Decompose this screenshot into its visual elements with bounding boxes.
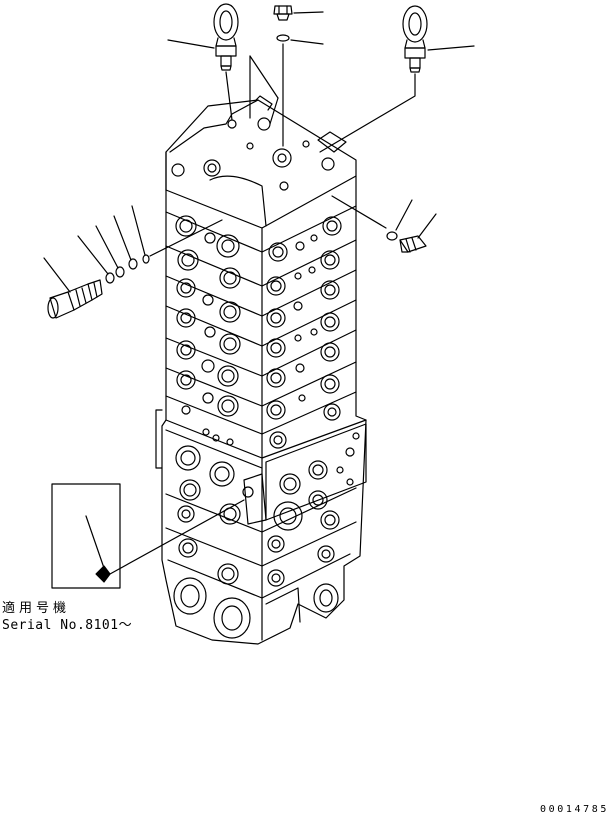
o-ring-left-icons (105, 254, 150, 284)
o-ring-right-icon (386, 231, 398, 241)
plug-right-icon (399, 235, 427, 253)
applicability-label: 適用号機 (2, 601, 71, 616)
control-valve-block-icon (155, 95, 367, 645)
eyebolt-left-icon (213, 3, 239, 71)
leader-eyebolt-to-port-4 (269, 97, 279, 125)
leader-eyebolt-to-port-2 (249, 55, 279, 99)
leader-eyebolt-right-down (319, 73, 416, 153)
leader-o-ring-top (290, 39, 324, 45)
leader-plug-top (293, 11, 324, 14)
plug-top-icon (273, 5, 293, 21)
serial-number-label: Serial No.8101～ (2, 618, 133, 633)
relief-valve-icon (47, 279, 103, 319)
leader-o-ring-left-4 (131, 205, 146, 256)
detail-box (51, 483, 245, 589)
o-ring-top-icon (276, 34, 290, 42)
leader-to-right-port (331, 195, 387, 229)
figure-id: 00014785 (540, 804, 609, 815)
leader-plug-right (417, 213, 437, 239)
leader-eyebolt-right (427, 45, 475, 51)
leader-o-ring-left-3 (113, 215, 132, 261)
leader-eyebolt-left (167, 39, 215, 49)
leader-to-left-port (149, 219, 223, 257)
leader-o-ring-left-2 (95, 225, 119, 269)
leader-relief-valve (43, 257, 71, 293)
leader-o-ring-right (395, 199, 413, 231)
leader-eyebolt-to-port-1 (225, 71, 233, 121)
eyebolt-right-icon (402, 5, 428, 73)
leader-o-ring-left-1 (77, 235, 109, 275)
